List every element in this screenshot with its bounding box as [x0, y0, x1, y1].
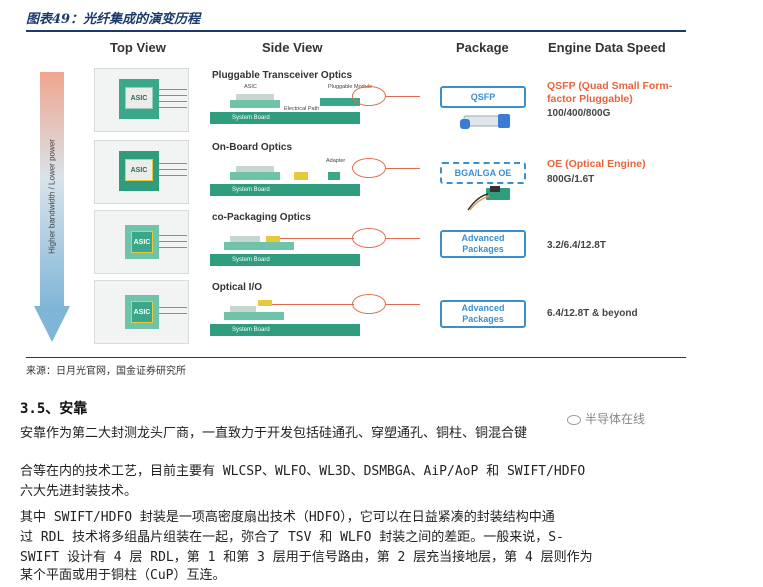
fiber-line: [159, 89, 187, 90]
figure-title: 图表49：光纤集成的演变历程: [26, 12, 201, 27]
side-tag: Pluggable Module: [328, 84, 373, 90]
paragraph-line: 某个平面或用于铜柱（CuP）互连。: [20, 568, 226, 583]
optical-engine-module-icon: [467, 186, 510, 211]
package-box-advanced: Advanced Packages: [440, 230, 526, 258]
fiber-line: [159, 307, 187, 308]
adapter: [328, 172, 340, 180]
fiber-loop: [352, 294, 386, 314]
row-title: Pluggable Transceiver Optics: [212, 70, 353, 81]
paragraph-line: 安靠作为第二大封测龙头厂商，一直致力于开发包括硅通孔、穿塑通孔、铜柱、铜混合键: [20, 426, 528, 441]
optical-engine-die: [266, 236, 280, 242]
topview-on-board: ASIC: [94, 140, 189, 204]
fiber-loop: [352, 86, 386, 106]
paragraph-line: 六大先进封装技术。: [20, 484, 138, 499]
fiber-line: [386, 238, 420, 239]
paragraph-line: 其中 SWIFT/HDFO 封装是一项高密度扇出技术（HDFO），它可以在日益紧…: [20, 510, 555, 525]
qsfp-module-icon: [460, 114, 510, 129]
watermark-text: 半导体在线: [585, 412, 646, 426]
figure-bottom-rule: [26, 357, 686, 358]
sideview-on-board: Adapter System Board: [210, 156, 420, 204]
row-title: On-Board Optics: [212, 142, 293, 153]
asic-die: [230, 306, 256, 312]
column-header-engine-speed: Engine Data Speed: [548, 40, 666, 55]
system-board: System Board: [210, 112, 360, 124]
package-layer: [224, 312, 284, 320]
optical-engine: [294, 172, 308, 180]
paragraph-line: 合等在内的技术工艺，目前主要有 WLCSP、WLFO、WL3D、DSMBGA、A…: [20, 464, 586, 479]
topview-optical-io: ASIC: [94, 280, 189, 344]
asic-die: [236, 166, 274, 172]
speed-value: 100/400/800G: [547, 108, 611, 119]
fiber-line: [159, 247, 187, 248]
asic-chip: ASIC: [125, 159, 153, 181]
row-pluggable: ASIC Pluggable Transceiver Optics ASIC P…: [82, 68, 692, 134]
arrow-head: [34, 306, 70, 342]
column-header-side-view: Side View: [262, 40, 323, 55]
row-co-packaging: ASIC co-Packaging Optics System Board Ad…: [82, 210, 692, 276]
row-title: Optical I/O: [212, 282, 263, 293]
wechat-icon: [567, 414, 581, 425]
side-tag: Electrical Path: [284, 106, 320, 112]
speed-value: 6.4/12.8T & beyond: [547, 308, 638, 319]
fiber-line: [386, 168, 420, 169]
sideview-pluggable: ASIC Pluggable Module Electrical Path Sy…: [210, 84, 420, 132]
fiber-line: [159, 175, 187, 176]
fiber-line: [159, 95, 187, 96]
package-layer: [230, 100, 280, 108]
optical-io-die: [258, 300, 272, 306]
arrow-axis-label: Higher bandwidth / Lower power: [47, 139, 57, 254]
fiber-line: [272, 304, 354, 305]
system-board: System Board: [210, 184, 360, 196]
speed-title: OE (Optical Engine): [547, 158, 646, 170]
fiber-line: [159, 107, 187, 108]
speed-value: 800G/1.6T: [547, 174, 595, 185]
arrow-shaft: [40, 72, 64, 308]
section-heading: 3.5、安靠: [20, 401, 88, 417]
watermark: 半导体在线: [567, 410, 645, 427]
row-on-board: ASIC On-Board Optics Adapter System Boar…: [82, 140, 692, 211]
fiber-line: [159, 163, 187, 164]
package-layer: [224, 242, 294, 250]
asic-chip: ASIC: [125, 87, 153, 109]
fiber-line: [280, 238, 354, 239]
fiber-line: [159, 235, 187, 236]
figure-top-rule: [26, 30, 686, 32]
system-board: System Board: [210, 324, 360, 336]
package-layer: [230, 172, 280, 180]
asic-die: [236, 94, 274, 100]
fiber-line: [159, 313, 187, 314]
package-box-bga-lga: BGA/LGA OE: [440, 162, 526, 184]
sideview-co-packaging: System Board: [210, 226, 420, 274]
pluggable-module: [320, 98, 360, 106]
topview-co-packaging: ASIC: [94, 210, 189, 274]
row-title: co-Packaging Optics: [212, 212, 311, 223]
fiber-line: [159, 101, 187, 102]
row-optical-io: ASIC Optical I/O System Board Advanced P…: [82, 280, 692, 346]
side-tag: ASIC: [244, 84, 257, 90]
asic-chip: ASIC: [131, 231, 153, 253]
column-header-top-view: Top View: [110, 40, 166, 55]
package-box-advanced: Advanced Packages: [440, 300, 526, 328]
speed-title: QSFP (Quad Small Form-factor Pluggable): [547, 80, 673, 105]
paragraph-line: SWIFT 设计有 4 层 RDL，第 1 和第 3 层用于信号路由，第 2 层…: [20, 550, 593, 565]
bandwidth-arrow: Higher bandwidth / Lower power: [34, 72, 70, 344]
asic-chip: ASIC: [131, 301, 153, 323]
sideview-optical-io: System Board: [210, 294, 420, 344]
asic-die: [230, 236, 260, 242]
fiber-line: [159, 169, 187, 170]
speed-value: 3.2/6.4/12.8T: [547, 240, 606, 251]
package-box-qsfp: QSFP: [440, 86, 526, 108]
fiber-loop: [352, 158, 386, 178]
side-tag: Adapter: [326, 158, 346, 164]
fiber-line: [386, 304, 420, 305]
figure-source: 来源：日月光官网，国金证券研究所: [26, 366, 186, 377]
paragraph-line: 过 RDL 技术将多组晶片组装在一起，弥合了 TSV 和 WLFO 封装之间的差…: [20, 530, 564, 545]
system-board: System Board: [210, 254, 360, 266]
fiber-loop: [352, 228, 386, 248]
topview-pluggable: ASIC: [94, 68, 189, 132]
fiber-line: [159, 241, 187, 242]
column-header-package: Package: [456, 40, 509, 55]
fiber-line: [386, 96, 420, 97]
